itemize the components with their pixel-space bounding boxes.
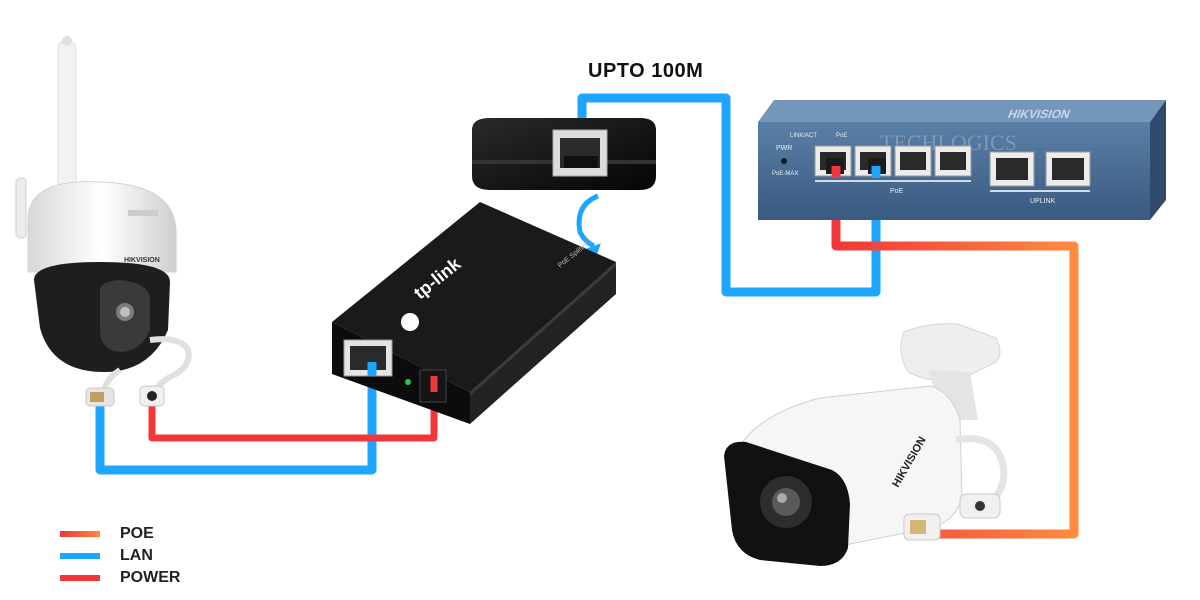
curved-arrow-icon bbox=[576, 193, 600, 249]
switch-port-3 bbox=[894, 145, 932, 177]
bullet-camera: HIKVISION bbox=[724, 323, 1008, 566]
switch-port-5 bbox=[989, 151, 1035, 187]
poe-injector-small bbox=[472, 118, 656, 190]
tplink-poe-splitter: tp-link PoE Splitter bbox=[332, 202, 616, 424]
switch-port-6 bbox=[1045, 151, 1091, 187]
switch-poe-label: PoE bbox=[836, 133, 847, 139]
poe-switch: HIKVISION TECHLOGICS LINK/ACT PoE PWR Po… bbox=[758, 100, 1166, 220]
splitter-led bbox=[405, 379, 411, 385]
legend-label-poe: POE bbox=[120, 525, 154, 542]
lan-cable-uplink bbox=[577, 93, 881, 297]
tplink-logo-icon bbox=[401, 313, 419, 331]
legend-item-power: POWER bbox=[60, 568, 260, 590]
legend-swatch-poe bbox=[60, 531, 100, 537]
switch-brand: HIKVISION bbox=[1006, 107, 1072, 121]
ptz-brand: HIKVISION bbox=[124, 257, 160, 264]
legend-item-lan: LAN bbox=[60, 546, 260, 568]
ptz-camera: HIKVISION bbox=[15, 36, 192, 407]
legend: POE LAN POWER bbox=[60, 524, 260, 590]
legend-swatch-lan bbox=[60, 553, 100, 559]
switch-poe-group-label: PoE bbox=[890, 188, 904, 195]
legend-label-lan: LAN bbox=[120, 547, 153, 564]
switch-port-4 bbox=[934, 145, 972, 177]
switch-uplink-label: UPLINK bbox=[1030, 198, 1056, 205]
legend-label-power: POWER bbox=[120, 569, 181, 586]
distance-label: UPTO 100M bbox=[588, 60, 704, 82]
legend-item-poe: POE bbox=[60, 524, 260, 546]
switch-pwr-led bbox=[781, 158, 787, 164]
lan-cable-ptz bbox=[95, 363, 377, 475]
switch-linkact-label: LINK/ACT bbox=[790, 133, 817, 139]
legend-swatch-power bbox=[60, 575, 100, 581]
arrow-head-icon bbox=[585, 243, 601, 256]
switch-poemax-label: PoE-MAX bbox=[772, 171, 798, 177]
switch-pwr-label: PWR bbox=[776, 145, 792, 152]
